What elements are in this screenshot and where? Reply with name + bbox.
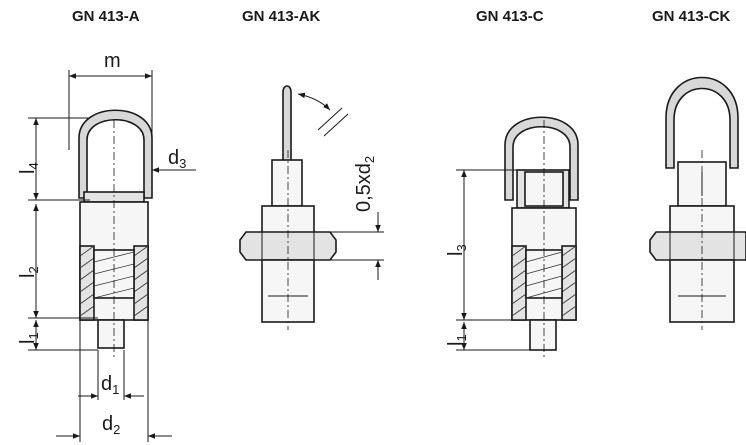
dim-l2-label: l2 [17,266,41,278]
plunger-pin [529,319,557,351]
section-wall-left [79,245,95,321]
ring-handle [665,76,739,169]
section-wall-right [133,245,149,321]
stem [271,159,303,207]
gn413-a-drawing: m d3 l4 l2 l1 d1 [17,50,196,442]
dim-d2-label: d2 [102,413,120,437]
ring-handle [504,116,579,201]
title-gn413-ck: GN 413-CK [652,8,731,25]
dim-d3-label: d3 [168,147,186,171]
title-gn413-ak: GN 413-AK [242,8,321,25]
section-wall-left [511,245,527,321]
dim-l1-label: l1 [17,332,41,344]
gn413-c-drawing: l3 l1 [445,116,579,360]
dim-l4-label: l4 [17,162,41,174]
dim-d1-label: d1 [101,373,119,397]
gn413-ak-drawing: 0,5xd2 [239,85,384,330]
rotation-arrow [297,92,331,111]
dim-half-d2-label: 0,5xd2 [353,156,377,212]
hex-nut [649,231,746,261]
dim-l3-label: l3 [445,244,469,256]
ring-handle [78,109,153,199]
section-wall-right [561,245,577,321]
dim-m-label: m [104,50,121,72]
dim-l1c-label: l1 [445,334,469,346]
title-gn413-a: GN 413-A [72,8,140,25]
title-gn413-c: GN 413-C [476,8,544,25]
gn413-ck-drawing [649,76,746,330]
plunger-pin [97,319,125,349]
ring-handle-side [282,85,292,166]
